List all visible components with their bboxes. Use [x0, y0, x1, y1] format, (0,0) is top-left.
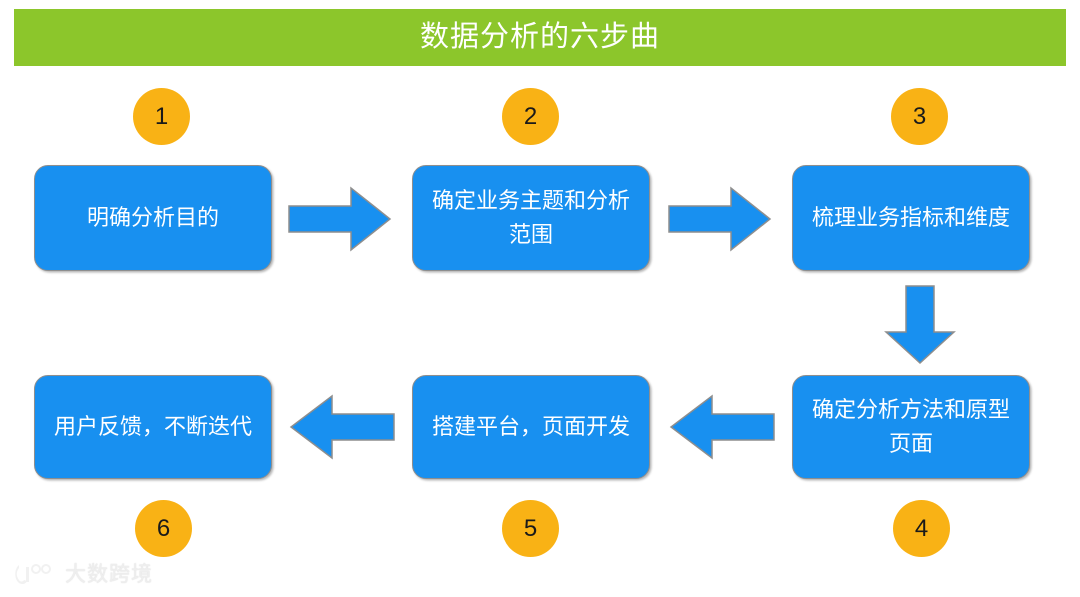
step-number-2: 2 — [523, 102, 538, 130]
step-number-badge-2: 2 — [502, 88, 559, 145]
step-number-badge-3: 3 — [891, 88, 948, 145]
watermark-text: 大数跨境 — [65, 562, 153, 586]
step-label-4: 确定分析方法和原型页面 — [811, 397, 1010, 456]
arrow-step4-to-step5 — [669, 394, 775, 460]
step-label-6: 用户反馈，不断迭代 — [53, 414, 252, 439]
step-number-5: 5 — [523, 514, 538, 542]
title-banner: 数据分析的六步曲 — [14, 9, 1066, 66]
step-box-1[interactable]: 明确分析目的 — [34, 165, 272, 271]
step-number-4: 4 — [914, 514, 929, 542]
step-number-badge-1: 1 — [133, 88, 190, 145]
watermark: 大数跨境 — [13, 562, 153, 586]
step-label-1: 明确分析目的 — [86, 205, 219, 230]
step-label-2: 确定业务主题和分析范围 — [431, 188, 630, 247]
arrow-step3-to-step4 — [884, 285, 956, 365]
step-box-3[interactable]: 梳理业务指标和维度 — [792, 165, 1030, 271]
step-box-2[interactable]: 确定业务主题和分析范围 — [412, 165, 650, 271]
step-label-5: 搭建平台，页面开发 — [431, 414, 630, 439]
arrow-step5-to-step6 — [289, 394, 395, 460]
brand-logo-icon — [15, 564, 51, 585]
step-number-3: 3 — [912, 102, 927, 130]
step-box-4[interactable]: 确定分析方法和原型页面 — [792, 375, 1030, 479]
arrow-step2-to-step3 — [668, 186, 772, 252]
arrow-step1-to-step2 — [288, 186, 392, 252]
page-title: 数据分析的六步曲 — [419, 21, 660, 53]
step-box-5[interactable]: 搭建平台，页面开发 — [412, 375, 650, 479]
step-number-badge-4: 4 — [893, 500, 950, 557]
step-number-1: 1 — [154, 102, 169, 130]
step-box-6[interactable]: 用户反馈，不断迭代 — [34, 375, 272, 479]
step-number-badge-5: 5 — [502, 500, 559, 557]
step-number-badge-6: 6 — [135, 500, 192, 557]
step-number-6: 6 — [156, 514, 171, 542]
step-label-3: 梳理业务指标和维度 — [811, 205, 1010, 230]
